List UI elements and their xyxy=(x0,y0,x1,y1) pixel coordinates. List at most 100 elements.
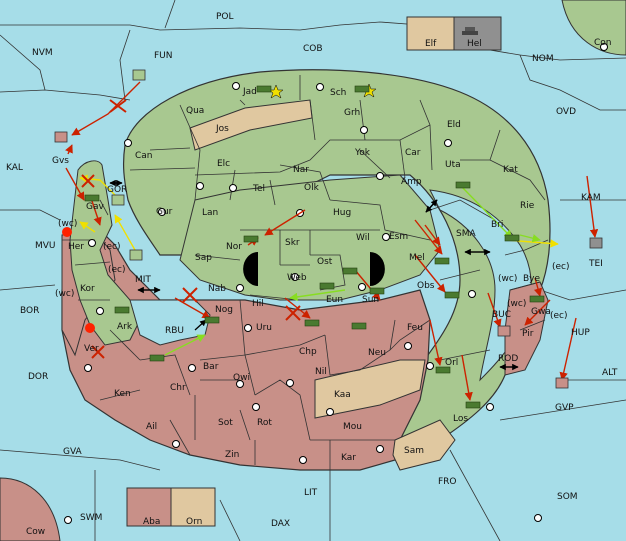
supply-center-tei xyxy=(64,516,72,524)
label-ec2: (ec) xyxy=(108,265,126,275)
label-kal: KAL xyxy=(6,163,23,173)
label-alt: ALT xyxy=(602,368,618,378)
explosion-markers xyxy=(62,227,95,333)
label-eun: Eun xyxy=(326,295,343,305)
label-mou: Mou xyxy=(343,422,362,432)
label-nor: Nor xyxy=(226,242,242,252)
label-bri: Bri xyxy=(491,220,503,230)
tank-icon xyxy=(342,267,358,275)
label-qua: Qua xyxy=(186,106,204,116)
supply-center-can xyxy=(124,139,132,147)
tank-icon xyxy=(529,295,545,303)
label-jad: Jad xyxy=(242,87,257,97)
label-can: Can xyxy=(135,151,153,161)
legend-aba-box xyxy=(126,487,172,527)
supply-center-eld xyxy=(444,139,452,147)
label-wc4: (wc) xyxy=(507,299,526,309)
label-gur: Gur xyxy=(156,207,173,217)
label-kat: Kat xyxy=(503,165,518,175)
label-lan: Lan xyxy=(202,208,218,218)
label-bye: Bye xyxy=(523,274,541,284)
label-sot: Sot xyxy=(218,418,233,428)
fleet-icon xyxy=(132,69,146,81)
map-labels: POL COB NOM Con NVM FUN OVD KAL KAM TEI … xyxy=(6,12,618,537)
label-qwi: Qwi xyxy=(233,373,250,383)
supply-center-sot xyxy=(252,403,260,411)
tank-icon xyxy=(351,322,367,330)
label-rbu: RBU xyxy=(165,326,184,336)
label-wc2: (wc) xyxy=(55,289,74,299)
label-grh: Grh xyxy=(344,108,360,118)
label-mvu: MVU xyxy=(35,241,56,251)
legend-elf-label: Elf xyxy=(425,39,437,49)
tank-icon xyxy=(319,282,335,290)
supply-center-rot xyxy=(299,456,307,464)
supply-center-jad xyxy=(232,82,240,90)
label-swm: SWM xyxy=(80,513,102,523)
label-wc1: (wc) xyxy=(58,219,77,229)
label-gva: GVA xyxy=(63,447,83,457)
label-gvs: Gvs xyxy=(52,156,69,166)
label-bar: Bar xyxy=(203,362,219,372)
label-ec3: (ec) xyxy=(552,262,570,272)
label-fun: FUN xyxy=(154,51,173,61)
fleet-icon xyxy=(555,377,569,389)
supply-center-hil xyxy=(244,324,252,332)
label-nab: Nab xyxy=(208,284,226,294)
label-sam: Sam xyxy=(404,446,424,456)
label-ark: Ark xyxy=(117,322,133,332)
label-ost: Ost xyxy=(317,257,333,267)
fleet-units xyxy=(54,69,603,389)
tank-icon xyxy=(354,85,370,93)
label-amp: Amp xyxy=(401,177,422,187)
tank-icon xyxy=(84,194,100,202)
land-kaa xyxy=(314,359,426,419)
supply-center-mou xyxy=(326,408,334,416)
label-esm: Esm xyxy=(389,232,408,242)
label-her: Her xyxy=(68,242,84,252)
label-cob: COB xyxy=(303,44,323,54)
fleet-icon xyxy=(111,194,125,206)
label-fro: FRO xyxy=(438,477,457,487)
supply-center-wil xyxy=(382,233,390,241)
label-jos: Jos xyxy=(215,124,229,134)
supply-center-ost xyxy=(358,283,366,291)
label-dax: DAX xyxy=(271,519,290,529)
label-gav: Gav xyxy=(86,202,104,212)
label-wc3: (wc) xyxy=(498,274,517,284)
label-mit: MIT xyxy=(135,275,151,285)
supply-center-her xyxy=(88,239,96,247)
label-hug: Hug xyxy=(333,208,351,218)
label-kam: KAM xyxy=(581,193,601,203)
label-rot: Rot xyxy=(257,418,272,428)
label-orl: Orl xyxy=(445,358,458,368)
legend-top: Elf Hel xyxy=(406,16,502,51)
tank-icon xyxy=(504,234,520,242)
label-sun: Sun xyxy=(362,295,379,305)
supply-center-olk xyxy=(196,182,204,190)
label-wil: Wil xyxy=(356,233,370,243)
label-skr: Skr xyxy=(285,238,300,248)
supply-center-dax xyxy=(600,43,608,51)
label-nar: Nar xyxy=(293,165,309,175)
label-tel: Tel xyxy=(252,184,265,194)
label-hil: Hil xyxy=(252,299,264,309)
legend-aba-label: Aba xyxy=(143,517,160,527)
supply-center-grh xyxy=(360,126,368,134)
fleet-icon xyxy=(54,131,68,143)
supply-center-gur xyxy=(158,208,166,216)
supply-center-zin xyxy=(376,445,384,453)
label-neu: Neu xyxy=(368,348,386,358)
label-ovd: OVD xyxy=(556,107,576,117)
label-obs: Obs xyxy=(417,281,435,291)
label-kor: Kor xyxy=(80,284,95,294)
label-yok: Yok xyxy=(354,148,371,158)
legend-orn-label: Orn xyxy=(186,517,202,527)
label-hup: HUP xyxy=(571,328,590,338)
tank-icon xyxy=(256,85,272,93)
label-chp: Chp xyxy=(299,347,317,357)
tank-icon xyxy=(435,366,451,374)
fleet-icon xyxy=(497,325,511,337)
supply-center-yok xyxy=(376,172,384,180)
